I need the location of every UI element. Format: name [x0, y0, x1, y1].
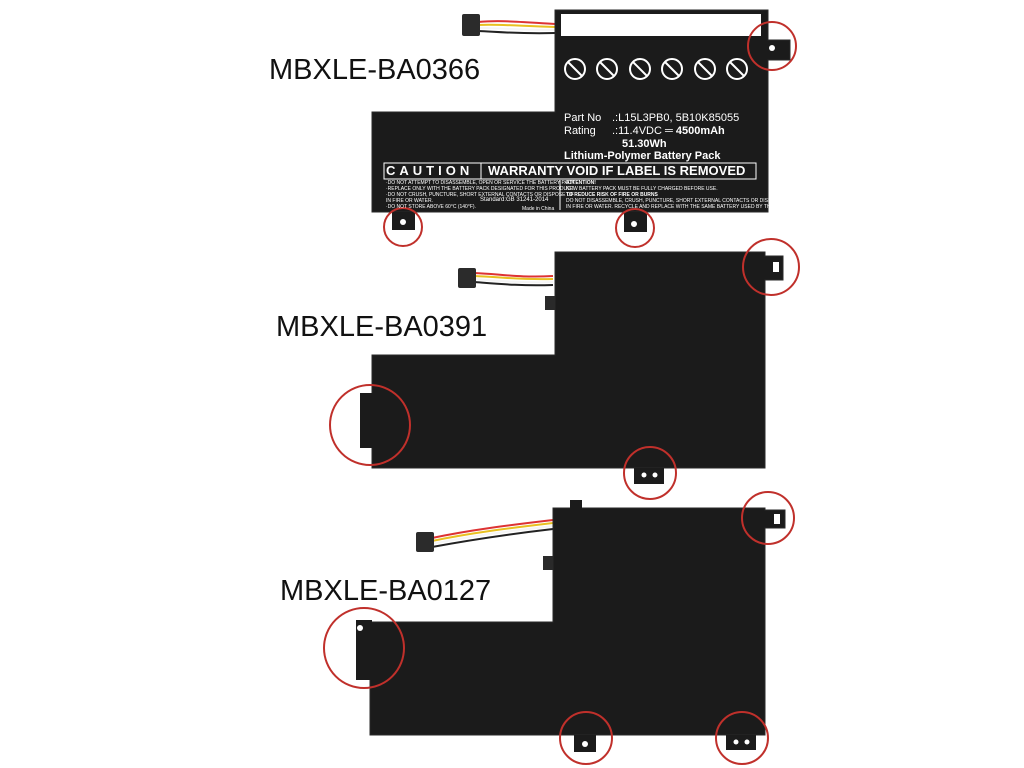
rating-value: .:11.4VDC ═ 4500mAh	[612, 125, 725, 137]
chemistry-text: Lithium-Polymer Battery Pack	[564, 150, 721, 162]
no-trash-icon	[661, 58, 683, 80]
part-no-label: Part No	[564, 112, 602, 124]
caution-bar	[383, 162, 757, 180]
caution-line: ·DO NOT CRUSH, PUNCTURE, SHORT EXTERNAL …	[386, 192, 574, 198]
no-puncture-icon	[629, 58, 651, 80]
no-fire-icon	[596, 58, 618, 80]
attention-line: IN FIRE OR WATER. RECYCLE AND REPLACE WI…	[566, 204, 790, 210]
warranty-text: WARRANTY VOID IF LABEL IS REMOVED	[488, 163, 746, 178]
highlight-circle	[329, 384, 411, 466]
battery-2-body	[371, 251, 784, 469]
standard-text: Standard:GB 31241-2014	[480, 197, 549, 203]
highlight-circle	[742, 238, 800, 296]
battery-ba0366	[371, 9, 797, 248]
caution-lines: ·DO NOT ATTEMPT TO DISASSEMBLE, OPEN OR …	[386, 180, 575, 210]
battery-1-body	[371, 9, 791, 213]
model-label-ba0366: MBXLE-BA0366	[269, 54, 481, 86]
warning-icons	[564, 58, 748, 80]
highlight-circle	[559, 711, 613, 765]
caution-line: ·REPLACE ONLY WITH THE BATTERY PACK DESI…	[386, 186, 575, 192]
caution-line: ·DO NOT ATTEMPT TO DISASSEMBLE, OPEN OR …	[386, 180, 575, 186]
no-crush-icon	[694, 58, 716, 80]
attention-lines: ATTENTION! NEW BATTERY PACK MUST BE FULL…	[566, 180, 790, 210]
part-no-value: .:L15L3PB0, 5B10K85055	[612, 112, 740, 124]
model-label-ba0391: MBXLE-BA0391	[276, 311, 488, 343]
battery-3-body	[369, 507, 786, 736]
highlight-circle	[747, 21, 797, 71]
pb-icon	[726, 58, 748, 80]
caution-line: ·DO NOT STORE ABOVE 60°C (140°F).	[386, 204, 476, 210]
battery-2-wire	[458, 268, 554, 288]
highlight-circle	[715, 711, 769, 765]
rating-capacity: 4500mAh	[675, 125, 725, 137]
attention-line: NEW BATTERY PACK MUST BE FULLY CHARGED B…	[566, 186, 718, 192]
attention-line: TO REDUCE RISK OF FIRE OR BURNS	[566, 192, 658, 198]
highlight-circle	[615, 208, 655, 248]
highlight-circle	[623, 446, 677, 500]
battery-ba0391	[329, 238, 800, 500]
attention-line: ATTENTION!	[566, 180, 596, 186]
energy-value: 51.30Wh	[622, 138, 667, 150]
rating-label: Rating	[564, 125, 596, 137]
made-in-text: Made in China	[522, 206, 555, 212]
caution-line: IN FIRE OR WATER.	[386, 198, 433, 204]
attention-line: DO NOT DISASSEMBLE, CRUSH, PUNCTURE, SHO…	[566, 198, 791, 204]
highlight-circle	[323, 607, 405, 689]
model-label-ba0127: MBXLE-BA0127	[280, 575, 492, 607]
battery-1-wire	[462, 14, 556, 36]
rating-voltage: .:11.4VDC ═	[612, 125, 676, 137]
caution-title: CAUTION	[386, 163, 474, 178]
no-disassemble-icon	[564, 58, 586, 80]
highlight-circle	[741, 491, 795, 545]
highlight-circle	[383, 207, 423, 247]
battery-1-white-strip	[561, 14, 761, 36]
battery-ba0127	[323, 491, 795, 765]
battery-3-wire	[416, 519, 554, 552]
